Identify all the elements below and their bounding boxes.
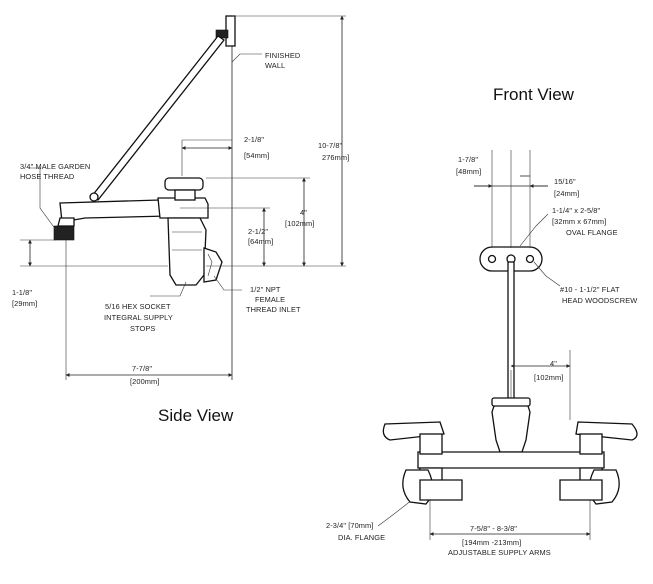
- handle-top: [164, 177, 204, 191]
- hose-thread: [53, 225, 75, 241]
- screw-hole-right: [525, 254, 535, 264]
- label-hex-socket: 5/16 HEX SOCKET INTEGRAL SUPPLY STOPS: [104, 302, 175, 333]
- spout-arm: [59, 199, 169, 223]
- screw-hole-left: [487, 254, 497, 264]
- cross-body: [417, 451, 605, 469]
- side-view: FINISHED WALL 3/4" MALE GARDEN HOSE THRE…: [12, 15, 349, 425]
- label-4-front: 4" [102mm]: [534, 359, 563, 382]
- center-valve-body: [491, 399, 531, 453]
- label-1-1-8: 1-1/8" [29mm]: [12, 288, 37, 308]
- label-woodscrew: #10 - 1-1/2" FLAT HEAD WOODSCREW: [560, 285, 637, 305]
- label-dia-flange: 2-3/4" [70mm] DIA. FLANGE: [326, 521, 385, 542]
- label-10-7-8: 10-7/8" 276mm]: [318, 141, 349, 162]
- front-view-title: Front View: [493, 85, 575, 104]
- label-2-1-2: 2-1/2" [64mm]: [248, 227, 273, 246]
- label-7-7-8: 7-7/8" [200mm]: [130, 364, 159, 386]
- label-finished-wall: FINISHED WALL: [265, 51, 302, 70]
- inlet-nut: [203, 247, 223, 283]
- supply-stop-body: [167, 217, 207, 286]
- left-bonnet: [419, 433, 443, 455]
- label-1-7-8: 1-7/8" [48mm]: [456, 155, 481, 176]
- brace-pivot: [89, 192, 99, 202]
- label-2-1-8: 2-1/8" [54mm]: [244, 135, 269, 160]
- label-15-16: 15/16" [24mm]: [554, 177, 579, 198]
- right-bonnet: [579, 433, 603, 455]
- label-supply-arms: 7-5/8" - 8-3/8" [194mm -213mm] ADJUSTABL…: [448, 524, 551, 557]
- side-view-title: Side View: [158, 406, 234, 425]
- label-npt-inlet: 1/2" NPT FEMALE THREAD INLET: [246, 285, 301, 314]
- support-brace: [91, 35, 225, 201]
- label-oval-flange: 1-1/4" x 2-5/8" [32mm x 67mm] OVAL FLANG…: [552, 206, 618, 237]
- front-view: Front View: [326, 85, 638, 557]
- label-hose-thread: 3/4" MALE GARDEN HOSE THREAD: [20, 162, 93, 181]
- label-4: 4" [102mm]: [285, 208, 314, 228]
